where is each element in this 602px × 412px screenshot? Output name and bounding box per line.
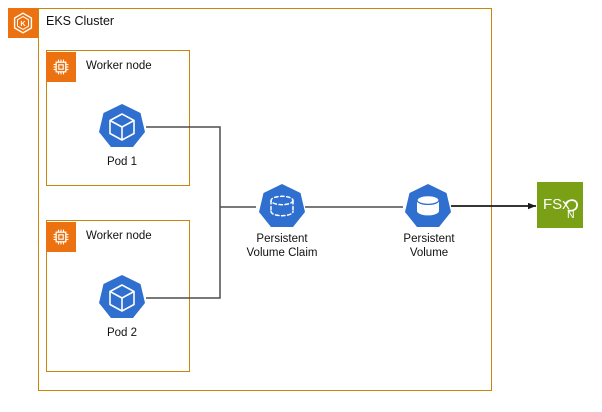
kubernetes-pod-icon — [96, 272, 148, 324]
persistent-volume-icon — [402, 181, 454, 233]
pv-label-line1: Persistent — [403, 233, 455, 245]
eks-cluster-boundary — [38, 8, 492, 391]
worker-node-label-1: Worker node — [86, 60, 152, 72]
worker-node-icon — [46, 222, 76, 252]
worker-node-box-2 — [46, 220, 190, 372]
eks-cluster-label: EKS Cluster — [46, 14, 115, 28]
fsx-netapp-n-text: N — [567, 209, 575, 221]
pv-label-line2: Volume — [409, 246, 449, 259]
pod-label-2: Pod 2 — [106, 327, 138, 339]
pod-label-1: Pod 1 — [106, 156, 138, 168]
fsx-label-text: FSx — [543, 196, 570, 213]
worker-node-icon — [46, 52, 76, 82]
persistent-volume-label: Persistent Volume — [379, 233, 479, 260]
eks-cluster-icon: K — [8, 8, 38, 38]
svg-text:K: K — [20, 19, 26, 28]
pvc-label-line1: Persistent — [256, 233, 308, 245]
kubernetes-pod-icon — [96, 101, 148, 153]
fsx-netapp-ontap-icon: FSx N — [537, 182, 583, 228]
persistent-volume-claim-label: Persistent Volume Claim — [232, 233, 332, 260]
persistent-volume-claim-icon — [256, 181, 308, 233]
worker-node-label-2: Worker node — [86, 230, 152, 242]
pvc-label-line2: Volume Claim — [246, 246, 318, 259]
worker-node-box-1 — [46, 50, 190, 186]
